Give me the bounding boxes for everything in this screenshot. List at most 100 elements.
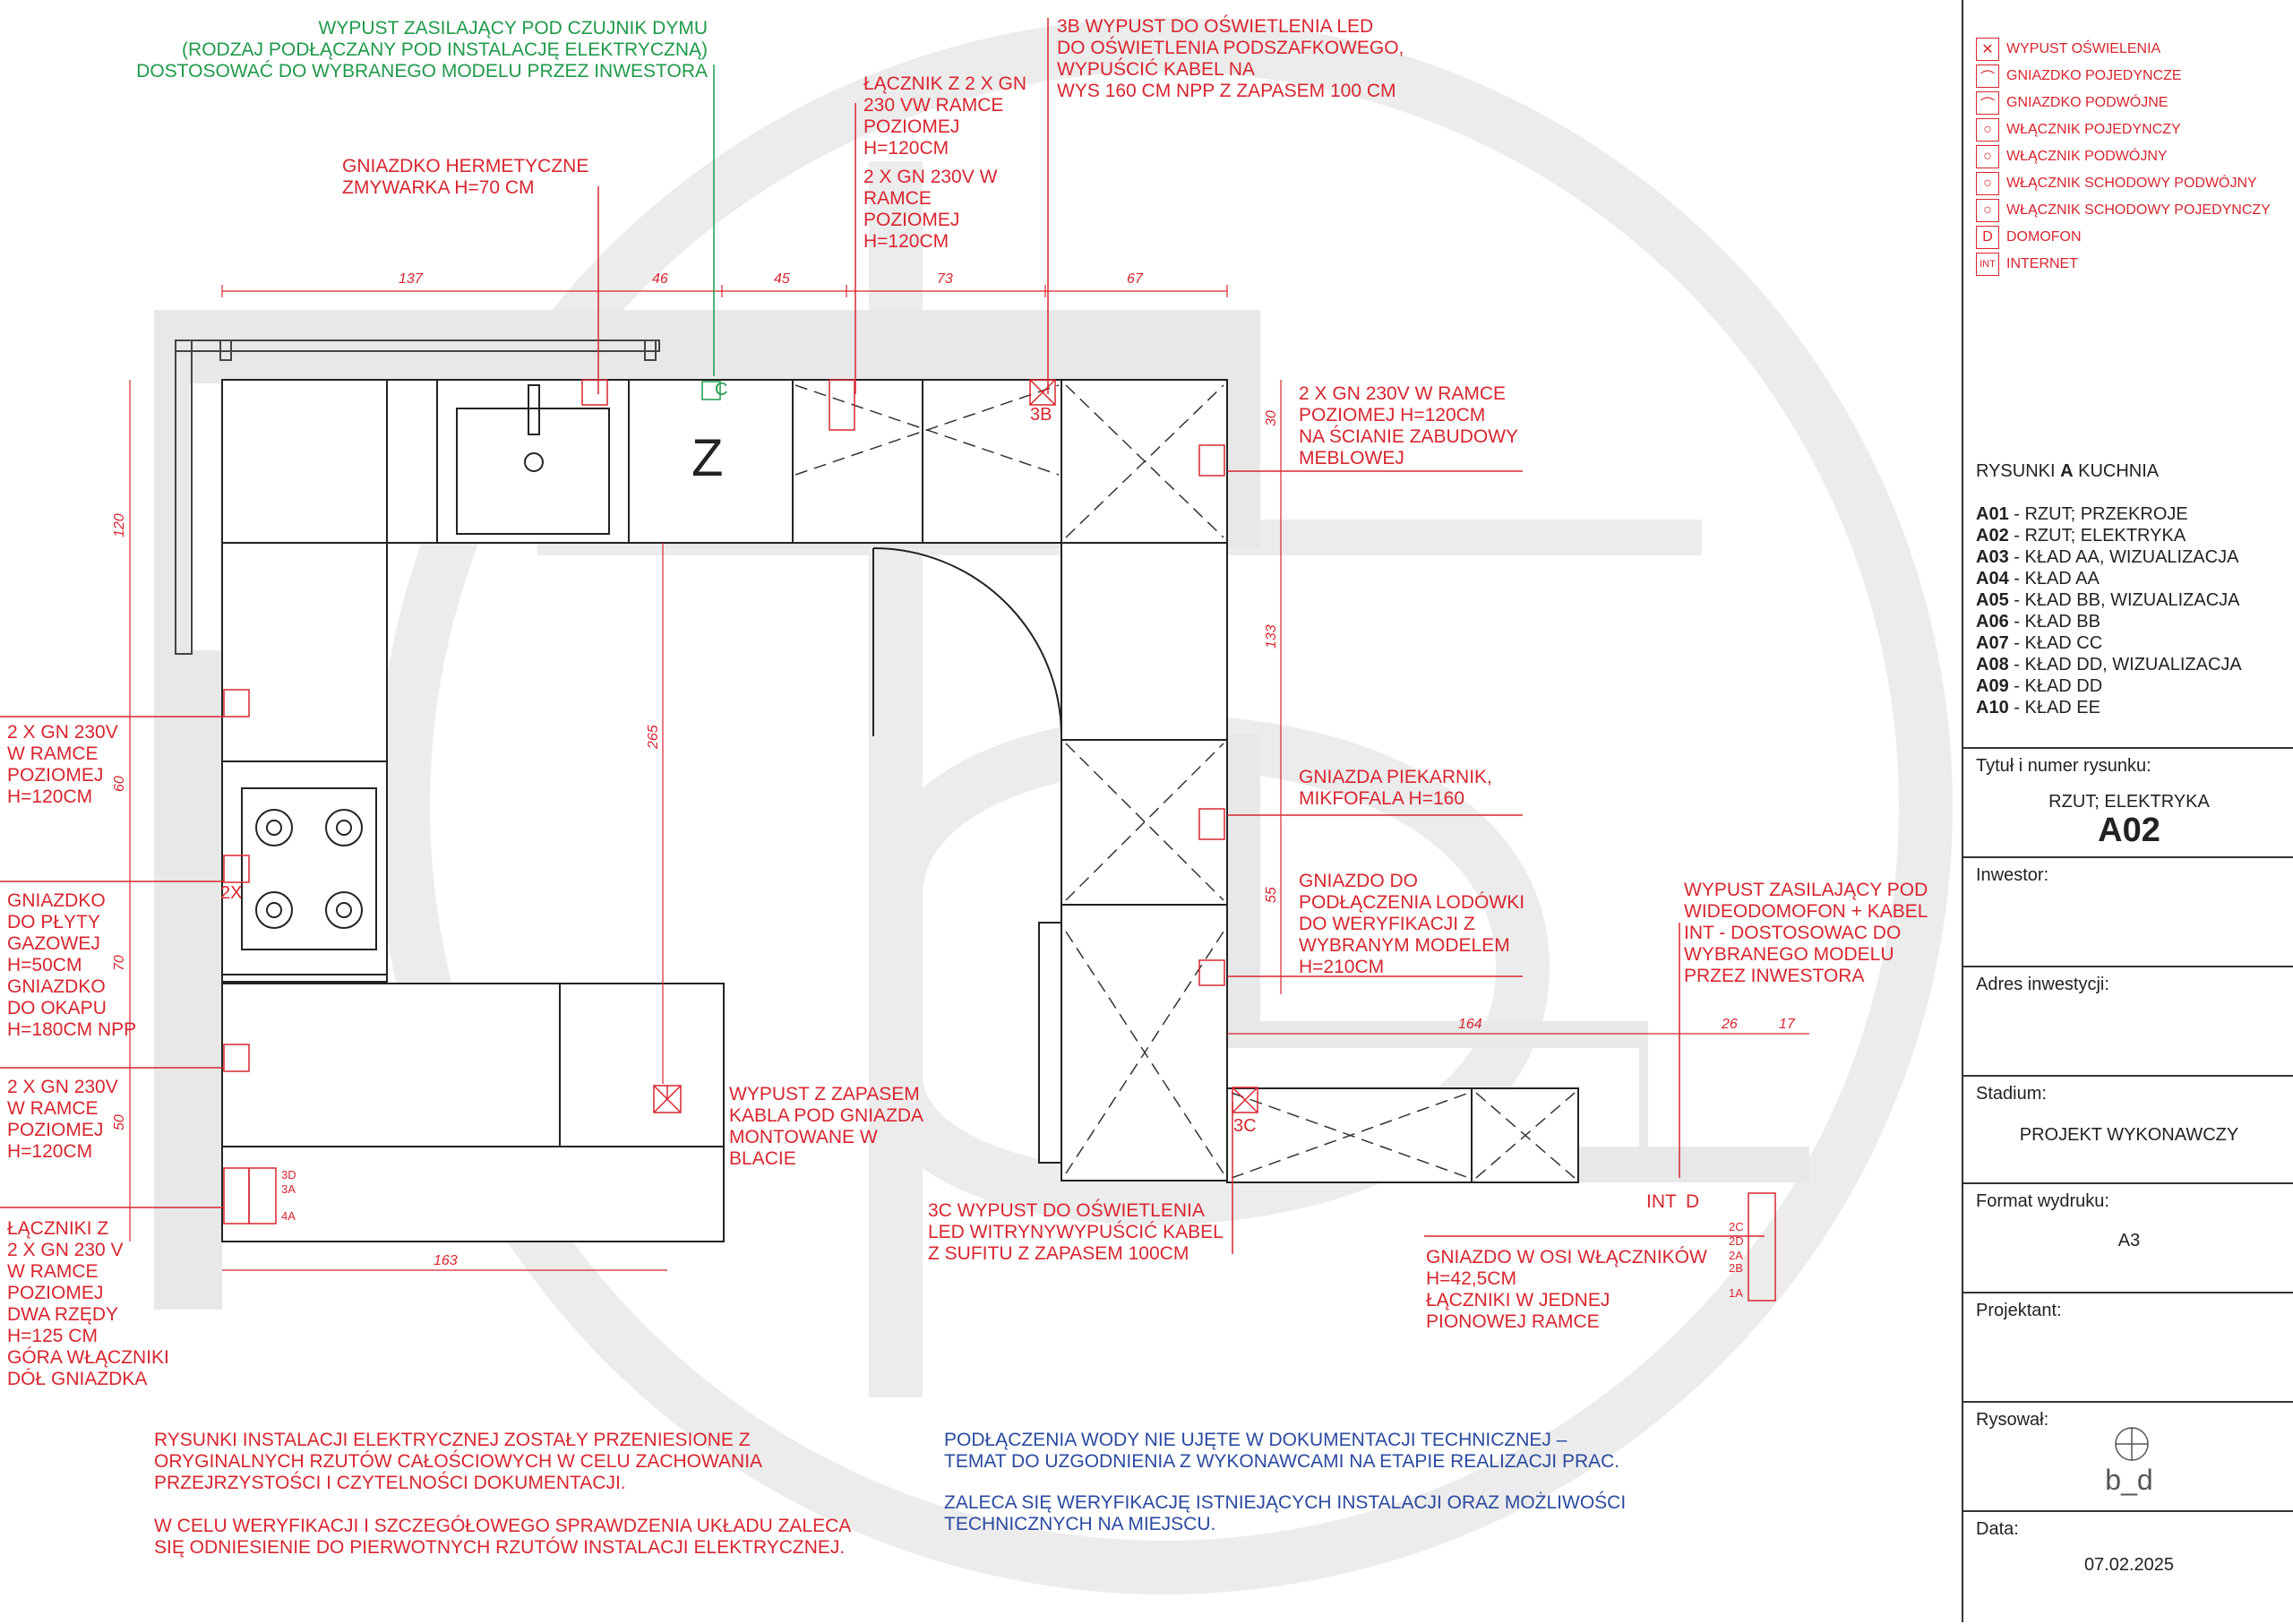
watermark-logo: [376, 18, 1953, 1594]
sheet-title-post: KUCHNIA: [2073, 461, 2160, 481]
stage-value: PROJEKT WYKONAWCZY: [2019, 1125, 2239, 1145]
address-label: Adres inwestycji:: [1976, 975, 2109, 994]
sheet-title-bold: A: [2060, 461, 2074, 481]
int-label: INT: [1646, 1191, 1677, 1212]
switches-left-note: ŁĄCZNIKI Z 2 X GN 230 V W RAMCE POZIOMEJ…: [7, 1218, 169, 1389]
intercom-icon: D: [1976, 226, 1999, 249]
gn-wall-note: 2 X GN 230V W RAMCE POZIOMEJ H=120CM NA …: [1299, 383, 1519, 468]
single-socket-icon: ⌒: [1976, 64, 1999, 88]
switch-4a-label: 4A: [281, 1209, 296, 1223]
legend-row: ○ WŁĄCZNIK SCHODOWY POJEDYNCZY: [1976, 199, 2271, 222]
format-value: A3: [2117, 1231, 2141, 1250]
dim-right-1: 30: [1264, 410, 1279, 426]
switch-2gn-note: ŁĄCZNIK Z 2 X GN 230 VW RAMCE POZIOMEJ H…: [863, 73, 1027, 159]
sheet-list-title: RYSUNKI A KUCHNIA: [1976, 460, 2159, 482]
gas-hob-note: GNIAZDKO DO PŁYTY GAZOWEJ H=50CM GNIAZDK…: [7, 890, 137, 1040]
legend-label: WŁĄCZNIK POJEDYNCZY: [2006, 122, 2181, 137]
sheet-title-pre: RYSUNKI: [1976, 461, 2061, 481]
dim-left-4: 50: [112, 1114, 127, 1130]
kitchen-floor-plan: 137 46 45 73 67 120 60 70 50 30 133 55 2…: [0, 18, 1953, 1594]
internet-icon: INT: [1976, 253, 1999, 276]
investor-label: Inwestor:: [1976, 865, 2049, 885]
switch-3d-label: 3D: [281, 1168, 296, 1181]
single-switch-icon: ○: [1976, 118, 1999, 142]
stage-label: Stadium:: [1976, 1084, 2047, 1104]
drawn-by-label: Rysował:: [1976, 1410, 2049, 1430]
switch-3a-label: 3A: [281, 1182, 296, 1196]
dim-top-1: 137: [399, 271, 424, 287]
dim-top-2: 46: [652, 271, 668, 287]
stair-single-switch-icon: ○: [1976, 199, 1999, 222]
cabinets: [221, 379, 1579, 1242]
format-label: Format wydruku:: [1976, 1191, 2109, 1211]
switch-2d-label: 2D: [1729, 1234, 1744, 1248]
legend-row: ○ WŁĄCZNIK POJEDYNCZY: [1976, 118, 2181, 142]
legend-row: ⌒GNIAZDKO POJEDYNCZE: [1976, 64, 2182, 88]
switch-2c-label: 2C: [1729, 1220, 1744, 1233]
electrical-symbols: [223, 379, 1776, 1302]
drawing-title-section: Tytuł i numer rysunku: RZUT; ELEKTRYKA A…: [1963, 747, 2293, 858]
upper-cabinet-marks: [794, 384, 1576, 1179]
fridge-note: GNIAZDO DO PODŁĄCZENIA LODÓWKI DO WERYFI…: [1299, 871, 1525, 977]
sheet-item: A03 - KŁAD AA, WIZUALIZACJA: [1976, 547, 2239, 567]
dim-top-4: 73: [937, 271, 953, 287]
double-switch-icon: ○: [1976, 145, 1999, 168]
legend-row: INT INTERNET: [1976, 253, 2078, 276]
gas-hob: [241, 787, 377, 950]
d-label: D: [1686, 1191, 1700, 1212]
dim-left-2: 60: [112, 776, 127, 792]
date-label: Data:: [1976, 1519, 2019, 1539]
note-red-2: W CELU WERYFIKACJI I SZCZEGÓŁOWEGO SPRAW…: [154, 1516, 852, 1558]
legend-label: WŁĄCZNIK SCHODOWY POJEDYNCZY: [2006, 202, 2271, 218]
format-section: Format wydruku: A3: [1963, 1182, 2293, 1293]
legend-label: INTERNET: [2006, 256, 2078, 271]
dim-bottom: 163: [434, 1253, 458, 1268]
2x-label: 2X: [220, 883, 243, 903]
drawing-number: A02: [2098, 812, 2160, 849]
sheet-item: A01 - RZUT; PRZEKROJE: [1976, 504, 2188, 524]
sheet-item: A06 - KŁAD BB: [1976, 612, 2100, 632]
drawing-title-label: Tytuł i numer rysunku:: [1976, 756, 2151, 776]
3b-label: 3B: [1030, 405, 1052, 425]
dim-br-1: 164: [1458, 1017, 1482, 1032]
address-section: Adres inwestycji:: [1963, 966, 2293, 1077]
sheet-item: A07 - KŁAD CC: [1976, 633, 2103, 653]
left-gn-note-2: 2 X GN 230V W RAMCE POZIOMEJ H=120CM: [7, 1077, 118, 1162]
sheet-item: A05 - KŁAD BB, WIZUALIZACJA: [1976, 590, 2240, 610]
leader-lines: [0, 18, 1765, 1254]
bd-logo-icon: [2115, 1427, 2149, 1461]
led-3b-note: 3B WYPUST DO OŚWIETLENIA LED DO OŚWIETLE…: [1057, 16, 1404, 101]
designer-label: Projektant:: [1976, 1301, 2062, 1320]
switch-2a-label: 2A: [1729, 1249, 1743, 1262]
bd-logo-text: b_d: [2105, 1464, 2153, 1496]
legend-row: ⌒GNIAZDKO PODWÓJNE: [1976, 91, 2168, 115]
dim-top-3: 45: [774, 271, 790, 287]
switch-2b-label: 2B: [1729, 1261, 1743, 1275]
date-value: 07.02.2025: [2083, 1555, 2175, 1575]
dim-br-3: 17: [1779, 1017, 1796, 1032]
stair-double-switch-icon: ○: [1976, 172, 1999, 195]
note-red-1: RYSUNKI INSTALACJI ELEKTRYCZNEJ ZOSTAŁY …: [154, 1430, 763, 1493]
note-blue-1: PODŁĄCZENIA WODY NIE UJĘTE W DOKUMENTACJ…: [944, 1430, 1620, 1472]
legend-row: ✕ WYPUST OŚWIELENIA: [1976, 38, 2160, 61]
dim-right-3: 55: [1264, 887, 1279, 903]
sheet-item: A10 - KŁAD EE: [1976, 698, 2100, 717]
outlet-light-icon: ✕: [1976, 38, 1999, 61]
sheet-item: A08 - KŁAD DD, WIZUALIZACJA: [1976, 655, 2242, 675]
window: [175, 339, 660, 655]
legend-label: WYPUST OŚWIELENIA: [2006, 41, 2161, 56]
sheet-item: A02 - RZUT; ELEKTRYKA: [1976, 526, 2186, 546]
sink: [456, 384, 610, 535]
led-3c-note: 3C WYPUST DO OŚWIETLENIA LED WITRYNYWYPU…: [928, 1200, 1224, 1264]
dim-top-5: 67: [1127, 271, 1144, 287]
date-section: Data: 07.02.2025: [1963, 1510, 2293, 1624]
switch-1a-label: 1A: [1729, 1286, 1743, 1300]
legend-label: WŁĄCZNIK PODWÓJNY: [2006, 149, 2168, 164]
dim-br-2: 26: [1721, 1017, 1738, 1032]
legend-row: ○ WŁĄCZNIK PODWÓJNY: [1976, 145, 2168, 168]
3c-label: 3C: [1233, 1116, 1257, 1136]
legend-row: ○WŁĄCZNIK SCHODOWY PODWÓJNY: [1976, 172, 2257, 195]
oven-note: GNIAZDA PIEKARNIK, MIKFOFALA H=160: [1299, 767, 1492, 809]
stage-section: Stadium: PROJEKT WYKONAWCZY: [1963, 1075, 2293, 1184]
